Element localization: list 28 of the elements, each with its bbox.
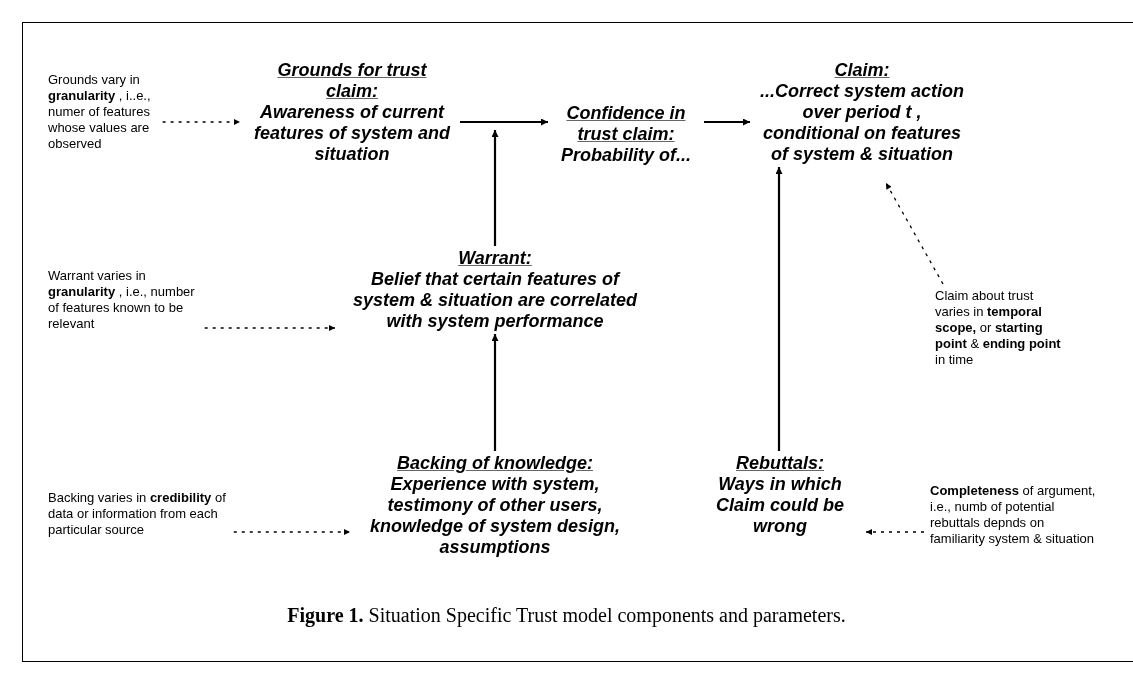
annotation-text: Claim about trust varies in temporal scope, or starting point & ending point in time bbox=[935, 288, 1065, 368]
arrow bbox=[491, 334, 499, 451]
annotation-text: Grounds vary in granularity , i..e., numer of features whose values are observed bbox=[48, 72, 188, 152]
dashed-arrow bbox=[865, 529, 925, 535]
annotation-text: Completeness of argument, i.e., numb of potential rebuttals depnds on familiarity system & situation bbox=[930, 483, 1098, 547]
concept-heading: Claim: bbox=[833, 60, 891, 81]
annotation-text: Warrant varies in granularity , i.e., number of features known to be relevant bbox=[48, 268, 208, 332]
concept-heading: Confidence in trust claim: bbox=[565, 103, 687, 145]
dashed-arrow bbox=[885, 182, 944, 285]
figure-caption: Figure 1. Situation Specific Trust model components and parameters. bbox=[286, 604, 847, 627]
concept-heading: Backing of knowledge: bbox=[396, 453, 594, 474]
arrow bbox=[775, 167, 783, 451]
arrow bbox=[704, 118, 750, 126]
concept-heading: Warrant: bbox=[457, 248, 533, 269]
concept-description: Probability of... bbox=[560, 145, 692, 166]
arrow bbox=[491, 130, 499, 246]
concept-description: Belief that certain features of system & situation are correlated with system performance bbox=[351, 269, 639, 332]
concept-description: Awareness of current features of system and situation bbox=[252, 102, 452, 165]
dashed-arrow bbox=[204, 325, 336, 331]
annotation-text: Backing varies in credibility of data or information from each particular source bbox=[48, 490, 238, 538]
concept-heading: Rebuttals: bbox=[735, 453, 825, 474]
concept-description: Experience with system, testimony of other users, knowledge of system design, assumptions bbox=[368, 474, 622, 558]
concept-description: Ways in which Claim could be wrong bbox=[715, 474, 845, 537]
concept-heading: Grounds for trust claim: bbox=[276, 60, 428, 102]
arrow bbox=[460, 118, 548, 126]
dashed-arrow bbox=[161, 119, 241, 125]
concept-description: ...Correct system action over period t , conditional on features of system & situation bbox=[758, 81, 966, 165]
dashed-arrow bbox=[233, 529, 351, 535]
